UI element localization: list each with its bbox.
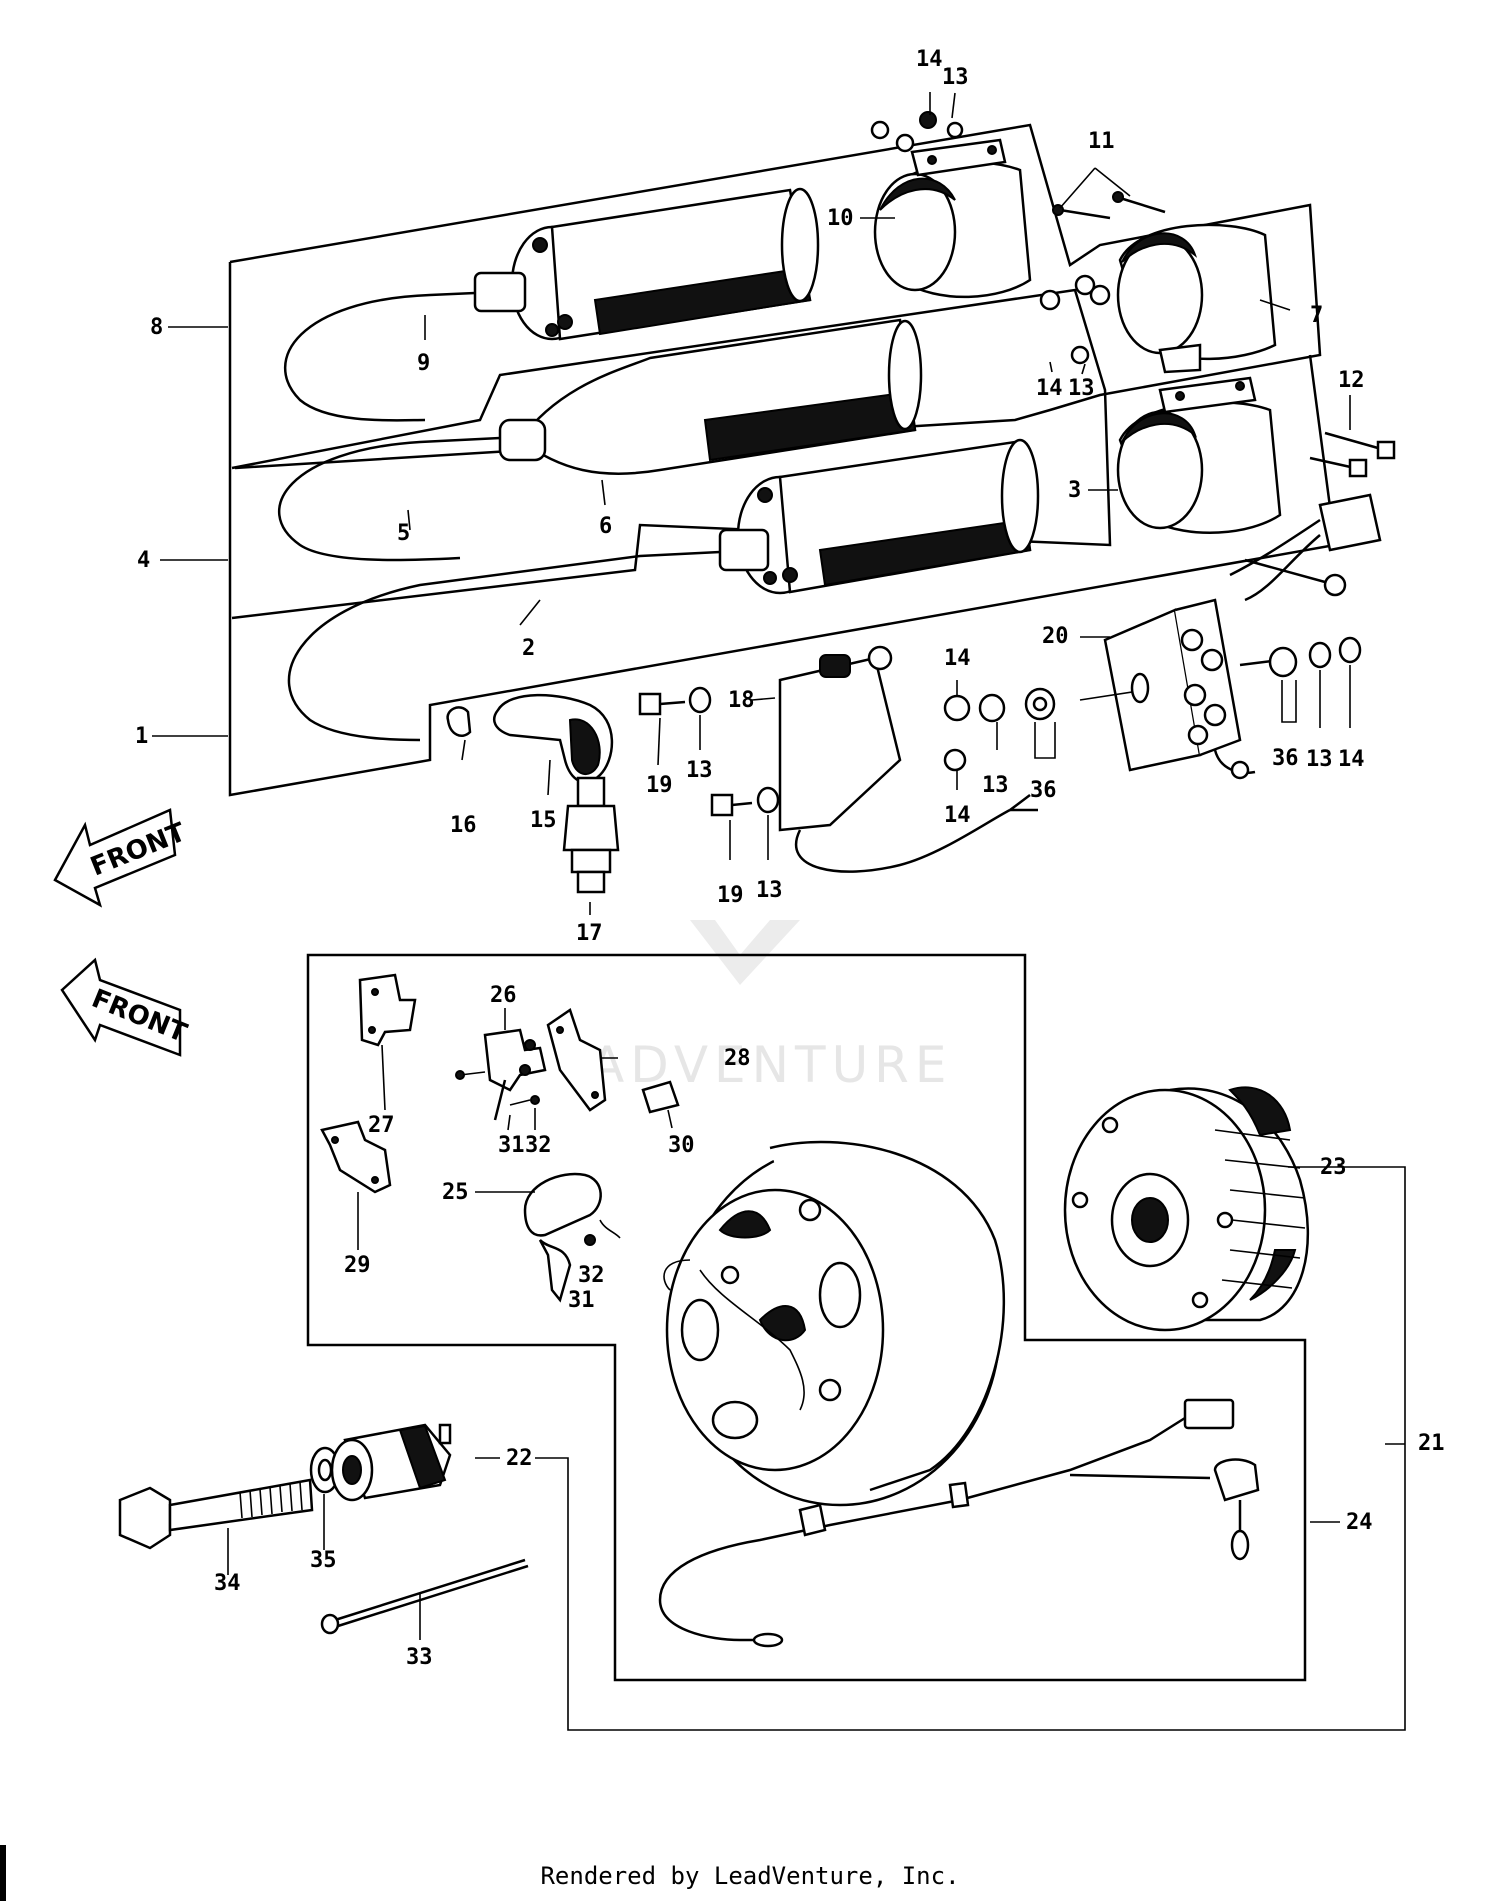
- front-arrow-1[interactable]: FRONT: [53, 808, 190, 908]
- callout-36-a[interactable]: 36: [1030, 778, 1057, 803]
- callout-7[interactable]: 7: [1310, 303, 1323, 328]
- ignition-coil-middle: [277, 318, 923, 562]
- callout-28[interactable]: 28: [724, 1046, 751, 1071]
- block-30: [641, 1080, 680, 1114]
- callout-10[interactable]: 10: [827, 206, 854, 231]
- callout-21[interactable]: 21: [1418, 1431, 1445, 1456]
- stator-assembly: [663, 1140, 1006, 1507]
- callout-13-mid[interactable]: 13: [1068, 376, 1095, 401]
- callout-13-d[interactable]: 13: [1306, 747, 1333, 772]
- callout-31-b[interactable]: 31: [568, 1288, 595, 1313]
- plug-cap-15: [493, 693, 614, 784]
- footer-credit: Rendered by LeadVenture, Inc.: [540, 1862, 960, 1890]
- plate-28: [546, 1008, 607, 1112]
- front-arrow-2[interactable]: FRONT: [60, 957, 191, 1057]
- regulator-18: [778, 645, 1038, 873]
- group-outline-8: [229, 123, 1322, 470]
- callout-22[interactable]: 22: [506, 1446, 533, 1471]
- clip-16: [446, 706, 472, 737]
- callout-17[interactable]: 17: [576, 921, 603, 946]
- callout-31-a[interactable]: 31: [498, 1133, 525, 1158]
- callout-15[interactable]: 15: [530, 808, 557, 833]
- callout-32-b[interactable]: 32: [578, 1263, 605, 1288]
- callout-11[interactable]: 11: [1088, 129, 1115, 154]
- callout-labels: 1 2 3 4 5 6 7 8 9 10 11 12 13 13 13 13 1…: [135, 47, 1445, 1670]
- gauge-7: [1116, 223, 1277, 374]
- watermark: ADVENTURE: [590, 920, 953, 1094]
- flywheel-23: [1063, 1086, 1310, 1332]
- callout-33[interactable]: 33: [406, 1645, 433, 1670]
- bolt-34: [118, 1478, 314, 1550]
- spark-plug-17: [562, 776, 620, 894]
- breaker-26: [455, 1028, 547, 1121]
- callout-29[interactable]: 29: [344, 1253, 371, 1278]
- wiring-harness-24: [658, 1398, 1260, 1648]
- callout-14-b[interactable]: 14: [944, 803, 971, 828]
- watermark-text: ADVENTURE: [590, 1036, 953, 1094]
- condenser-25: [523, 1172, 621, 1303]
- callout-16[interactable]: 16: [450, 813, 477, 838]
- callout-14-mid[interactable]: 14: [1036, 376, 1063, 401]
- callout-9[interactable]: 9: [417, 351, 430, 376]
- hardware-13-14-36: [943, 687, 1056, 772]
- group-outline-21: [306, 953, 1307, 1682]
- connector-plug: [1229, 493, 1382, 602]
- gauge-3: [1116, 376, 1282, 534]
- callout-27[interactable]: 27: [368, 1113, 395, 1138]
- callout-36-b[interactable]: 36: [1272, 746, 1299, 771]
- callout-30[interactable]: 30: [668, 1133, 695, 1158]
- callout-4[interactable]: 4: [137, 548, 150, 573]
- callout-14-top[interactable]: 14: [916, 47, 943, 72]
- ignition-coil-upper: [283, 187, 820, 422]
- callout-32-a[interactable]: 32: [525, 1133, 552, 1158]
- callout-34[interactable]: 34: [214, 1571, 241, 1596]
- bolt-19-lower: [710, 786, 780, 817]
- edge-bar: [0, 1845, 6, 1901]
- callout-14-a[interactable]: 14: [944, 646, 971, 671]
- callout-26[interactable]: 26: [490, 983, 517, 1008]
- callout-1[interactable]: 1: [135, 724, 148, 749]
- ignition-coil-lower: [287, 438, 1040, 742]
- callout-13-b[interactable]: 13: [756, 878, 783, 903]
- callout-24[interactable]: 24: [1346, 1510, 1373, 1535]
- callout-19-b[interactable]: 19: [717, 883, 744, 908]
- gauge-10: [873, 138, 1032, 299]
- plate-29: [320, 1120, 392, 1194]
- rectifier-20: [1079, 598, 1362, 780]
- callout-5[interactable]: 5: [397, 521, 410, 546]
- callout-2[interactable]: 2: [522, 636, 535, 661]
- nut-set-top: [870, 111, 1111, 365]
- bolt-19-upper: [638, 686, 712, 716]
- callout-6[interactable]: 6: [599, 514, 612, 539]
- callout-13-a[interactable]: 13: [686, 758, 713, 783]
- callout-18[interactable]: 18: [728, 688, 755, 713]
- callout-13-c[interactable]: 13: [982, 773, 1009, 798]
- rod-33: [320, 1558, 529, 1635]
- group-outline-4: [231, 288, 1112, 620]
- callout-35[interactable]: 35: [310, 1548, 337, 1573]
- callout-19-a[interactable]: 19: [646, 773, 673, 798]
- callout-8[interactable]: 8: [150, 315, 163, 340]
- callout-13-top[interactable]: 13: [942, 65, 969, 90]
- callout-14-c[interactable]: 14: [1338, 747, 1365, 772]
- callout-12[interactable]: 12: [1338, 368, 1365, 393]
- plate-27: [358, 973, 417, 1047]
- callout-3[interactable]: 3: [1068, 478, 1081, 503]
- callout-23[interactable]: 23: [1320, 1155, 1347, 1180]
- cap-22: [330, 1423, 452, 1502]
- screws-12: [1309, 431, 1396, 478]
- leader-lines: [152, 92, 1406, 1731]
- callout-25[interactable]: 25: [442, 1180, 469, 1205]
- callout-20[interactable]: 20: [1042, 624, 1069, 649]
